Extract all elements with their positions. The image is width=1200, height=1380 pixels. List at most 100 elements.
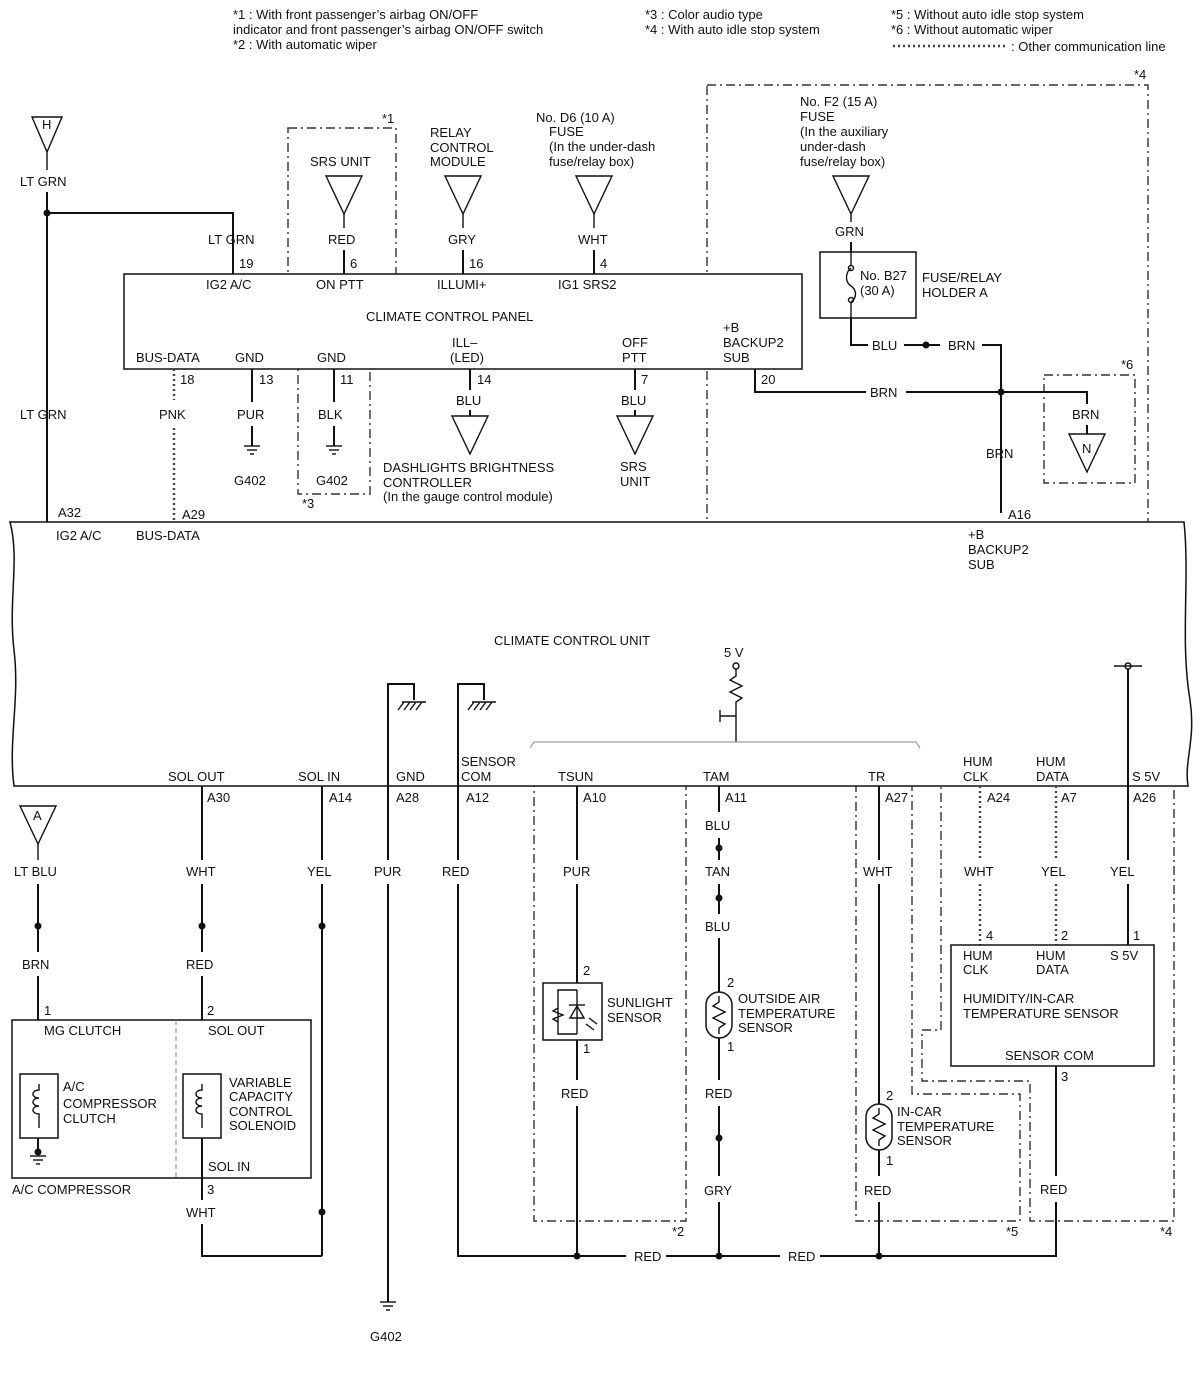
svg-text:CONTROL: CONTROL [430,140,494,155]
climate-control-panel-title: CLIMATE CONTROL PANEL [366,309,533,324]
svg-text:No. B27: No. B27 [860,268,907,283]
outside-air-temp-circuit: BLU TAN BLU 2 OUTSIDE AIR TEMPERATURE SE… [704,786,836,1256]
dashlights-connector [450,415,490,456]
humidity-sensor-box [950,944,1155,1067]
svg-text:MODULE: MODULE [430,154,486,169]
svg-text:14: 14 [477,372,491,387]
svg-text:YEL: YEL [1110,864,1135,879]
svg-text:A12: A12 [466,790,489,805]
svg-text:3: 3 [1061,1069,1068,1084]
flag-1: *1 [382,111,394,126]
sensor-bus-bracket [529,741,921,749]
ground-icon [380,1301,396,1311]
svg-text:BLU: BLU [456,393,481,408]
fuse-f2-connector [831,175,871,216]
svg-text:2: 2 [727,975,734,990]
svg-text:A27: A27 [885,790,908,805]
svg-text:1: 1 [583,1041,590,1056]
svg-text:A28: A28 [396,790,419,805]
svg-text:YEL: YEL [307,864,332,879]
ground-icon [326,445,342,455]
svg-text:RED: RED [1040,1182,1067,1197]
svg-text:SENSOR: SENSOR [461,754,516,769]
wire-ltgrn-1: LT GRN [20,174,66,189]
svg-text:TEMPERATURE: TEMPERATURE [738,1006,836,1021]
svg-text:A16: A16 [1008,507,1031,522]
panel-lower-circuits: PNK PUR G402 BLK G402 BLU DASHLIGHTS BRI… [159,369,1001,522]
svg-text:RED: RED [328,232,355,247]
svg-text:ON PTT: ON PTT [316,277,364,292]
svg-text:MG CLUTCH: MG CLUTCH [44,1023,121,1038]
svg-text:COMPRESSOR: COMPRESSOR [63,1096,157,1111]
svg-text:HUM: HUM [963,948,993,963]
svg-text:5 V: 5 V [724,645,744,660]
svg-text:G402: G402 [316,473,348,488]
svg-text:BLU: BLU [621,393,646,408]
note-5: *5 : Without auto idle stop system [891,7,1084,22]
svg-text:CAPACITY: CAPACITY [229,1089,293,1104]
svg-text:PUR: PUR [237,407,264,422]
svg-text:13: 13 [259,372,273,387]
svg-text:WHT: WHT [863,864,893,879]
svg-text:SOL IN: SOL IN [208,1159,250,1174]
svg-text:(LED): (LED) [450,350,484,365]
svg-text:1: 1 [44,1003,51,1018]
svg-text:DASHLIGHTS BRIGHTNESS: DASHLIGHTS BRIGHTNESS [383,460,555,475]
svg-text:RED: RED [186,957,213,972]
option-box-3 [297,329,371,495]
svg-text:G402: G402 [370,1329,402,1344]
humidity-sensor-circuit: WHT 4 YEL 2 YEL 1 HUM CLK HUM DATA S 5V … [950,786,1155,1197]
svg-text:CLUTCH: CLUTCH [63,1111,116,1126]
svg-text:HUM: HUM [963,754,993,769]
svg-text:RELAY: RELAY [430,125,472,140]
sunlight-sensor-circuit: PUR 2 SUNLIGHT SENSOR 1 RED [542,786,673,1256]
svg-text:BRN: BRN [870,385,897,400]
svg-text:RED: RED [864,1183,891,1198]
connector-h-label: H [42,117,51,132]
svg-text:WHT: WHT [964,864,994,879]
srs-unit-connector-lower [615,415,655,456]
svg-text:GND: GND [317,350,346,365]
svg-text:PUR: PUR [563,864,590,879]
svg-text:7: 7 [641,372,648,387]
connector-a-symbol [18,805,58,846]
svg-text:HUM: HUM [1036,754,1066,769]
note-4: *4 : With auto idle stop system [645,22,820,37]
svg-text:2: 2 [1061,928,1068,943]
svg-text:under-dash: under-dash [800,139,866,154]
svg-text:A30: A30 [207,790,230,805]
svg-text:18: 18 [180,372,194,387]
svg-text:SENSOR: SENSOR [897,1133,952,1148]
svg-text:PTT: PTT [622,350,647,365]
option-box-4-top [706,84,1149,581]
svg-text:LT BLU: LT BLU [14,864,57,879]
svg-text:S 5V: S 5V [1110,948,1139,963]
option-boxes: *1 *4 *3 *6 *2 *5 *4 [287,67,1175,1239]
flag-5: *5 [1006,1224,1018,1239]
note-6: *6 : Without automatic wiper [891,22,1054,37]
svg-text:fuse/relay box): fuse/relay box) [549,154,634,169]
svg-text:IN-CAR: IN-CAR [897,1104,942,1119]
svg-text:G402: G402 [234,473,266,488]
svg-text:BUS-DATA: BUS-DATA [136,528,200,543]
relay-control-module-connector [443,175,483,216]
ac-compressor-box [11,1019,312,1179]
svg-text:IG2 A/C: IG2 A/C [206,277,252,292]
svg-text:A29: A29 [182,507,205,522]
srs-unit-connector [324,175,364,216]
svg-text:LT GRN: LT GRN [208,232,254,247]
svg-text:HUMIDITY/IN-CAR: HUMIDITY/IN-CAR [963,991,1074,1006]
svg-text:BRN: BRN [986,446,1013,461]
option-box-4-bottom [921,642,1175,1222]
svg-text:+B: +B [968,527,984,542]
svg-text:ILL–: ILL– [452,335,478,350]
svg-text:FUSE: FUSE [549,124,584,139]
svg-text:GRY: GRY [704,1183,732,1198]
wire-ltgrn-2: LT GRN [20,407,66,422]
srs-unit-label: SRS UNIT [310,154,371,169]
svg-text:CONTROL: CONTROL [229,1104,293,1119]
svg-text:BACKUP2: BACKUP2 [723,335,784,350]
svg-text:COM: COM [461,769,491,784]
svg-text:A7: A7 [1061,790,1077,805]
